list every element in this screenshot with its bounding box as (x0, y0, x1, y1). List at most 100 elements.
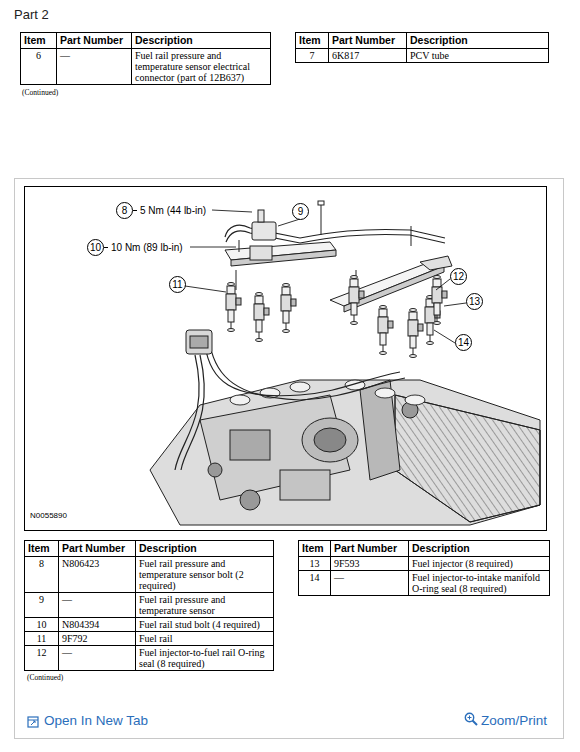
table-cell: Fuel injector (8 required) (409, 557, 550, 571)
continued-note: (Continued) (22, 88, 58, 97)
part-number: — (62, 594, 72, 605)
description-text: Fuel rail pressure and temperature senso… (139, 558, 244, 591)
table-cell: PCV tube (407, 49, 549, 63)
header-cell: Item (21, 33, 57, 49)
header-text: Part Number (334, 542, 397, 554)
section-heading: Part 2 (14, 7, 49, 22)
header-text: Part Number (62, 542, 125, 554)
header-cell: Description (409, 541, 550, 557)
header-cell: Description (407, 33, 549, 49)
part-number: — (62, 647, 72, 658)
table-row: 8 N806423 Fuel rail pressure and temperatu… (25, 557, 274, 593)
callout: 13 (466, 293, 483, 310)
toolbar-link: Zoom/Print (481, 713, 547, 728)
header-text: Description (412, 542, 470, 554)
callout-number: 11 (169, 276, 186, 293)
open-tab-icon (27, 716, 39, 728)
item-number: 11 (37, 633, 47, 644)
table-cell: Fuel rail stud bolt (4 required) (136, 618, 274, 632)
header-text: Item (28, 542, 50, 554)
table-cell: Fuel rail pressure and temperature senso… (136, 593, 274, 618)
table-cell: — (59, 646, 136, 671)
item-number: 8 (39, 558, 44, 569)
table-cell: — (331, 571, 409, 596)
table-header-row: Item Part Number Description (299, 541, 550, 557)
header-text: Part Number (332, 34, 395, 46)
item-number: 14 (310, 572, 320, 583)
callout: 12 (450, 268, 467, 285)
header-text: Description (410, 34, 468, 46)
table-cell: Fuel rail pressure and temperature senso… (132, 49, 271, 85)
table-cell: 10 (25, 618, 59, 632)
table-cell: N804394 (59, 618, 136, 632)
header-cell: Description (136, 541, 274, 557)
table-cell: 11 (25, 632, 59, 646)
item-number: 10 (37, 619, 47, 630)
table-cell: — (57, 49, 132, 85)
part-number: N804394 (62, 619, 99, 630)
part-number: — (334, 572, 344, 583)
item-number: 9 (39, 594, 44, 605)
header-text: Item (302, 542, 324, 554)
table-row: 6 — Fuel rail pressure and temperature sen… (21, 49, 271, 85)
part-number: 9F593 (334, 558, 360, 569)
table-row: 10 N804394 Fuel rail stud bolt (4 required… (25, 618, 274, 632)
table-cell: Fuel rail (136, 632, 274, 646)
callout-number: 8 (116, 202, 133, 219)
parts-table: ItemPart NumberDescription139F593Fuel in… (298, 540, 550, 596)
part-number: N806423 (62, 558, 99, 569)
table-header-row: Item Part Number Description (21, 33, 271, 49)
item-number: 6 (36, 50, 41, 61)
table-cell: 9 (25, 593, 59, 618)
item-number: 12 (37, 647, 47, 658)
header-text: Part Number (60, 34, 123, 46)
table-cell: 12 (25, 646, 59, 671)
item-number: 13 (310, 558, 320, 569)
part-number: 6K817 (332, 50, 359, 61)
header-cell: Item (299, 541, 331, 557)
description-text: PCV tube (410, 50, 449, 61)
table-cell: N806423 (59, 557, 136, 593)
header-cell: Part Number (59, 541, 136, 557)
table-row: 76K817 PCV tube (296, 49, 549, 63)
table-cell: 9F593 (331, 557, 409, 571)
table-row: 119F792Fuel rail (25, 632, 274, 646)
table-cell: — (59, 593, 136, 618)
callout-number: 14 (455, 334, 472, 351)
torque-spec: 5 Nm (44 lb-in) (138, 205, 208, 216)
table-row: 14 — Fuel injector-to-intake manifold O-ri… (299, 571, 550, 596)
table-cell: 6K817 (329, 49, 407, 63)
callout-number: 12 (450, 268, 467, 285)
callout: 10 10 Nm (89 lb-in) (87, 239, 185, 256)
callout: 8 5 Nm (44 lb-in) (116, 202, 208, 219)
description-text: Fuel injector (8 required) (412, 558, 513, 569)
callout: 14 (455, 334, 472, 351)
table-cell: 7 (296, 49, 329, 63)
torque-spec: 10 Nm (89 lb-in) (109, 242, 185, 253)
table-cell: 6 (21, 49, 57, 85)
description-text: Fuel rail (139, 633, 173, 644)
part-number: — (60, 50, 70, 61)
header-cell: Part Number (57, 33, 132, 49)
table-row: 9 — Fuel rail pressure and temperature sen… (25, 593, 274, 618)
description-text: Fuel rail pressure and temperature senso… (139, 594, 225, 616)
header-cell: Item (25, 541, 59, 557)
continued-note: (Continued) (27, 673, 63, 682)
header-cell: Part Number (329, 33, 407, 49)
leader-dash (133, 210, 137, 211)
description-text: Fuel injector-to-fuel rail O-ring seal (… (139, 647, 265, 669)
table-row: 12 — Fuel injector-to-fuel rail O-ring sea… (25, 646, 274, 671)
toolbar-link: Open In New Tab (44, 713, 148, 728)
header-text: Description (135, 34, 193, 46)
parts-table: ItemPart NumberDescription76K817PCV tube (295, 32, 549, 63)
leader-dash (104, 247, 108, 248)
zoom-icon (464, 712, 478, 726)
parts-table: ItemPart NumberDescription8N806423Fuel r… (24, 540, 274, 671)
callout-number: 10 (87, 239, 104, 256)
header-text: Item (24, 34, 46, 46)
description-text: Fuel injector-to-intake manifold O-ring … (412, 572, 540, 594)
header-text: Description (139, 542, 197, 554)
table-header-row: ItemPart NumberDescription (296, 33, 549, 49)
callout: 9 (292, 203, 309, 220)
table-header-row: Item Part Number Description (25, 541, 274, 557)
